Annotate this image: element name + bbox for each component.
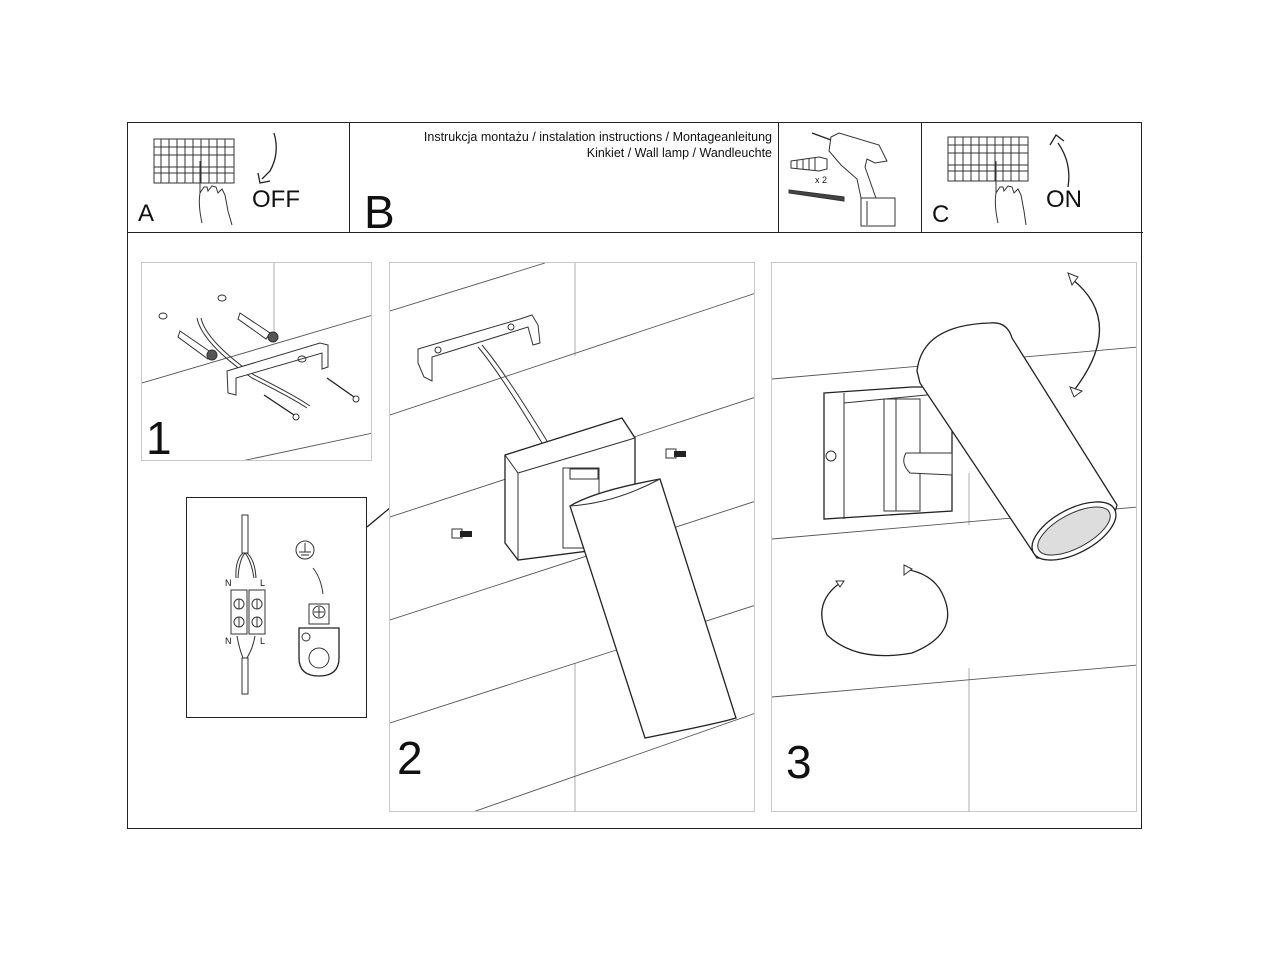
terminal-label-n-bottom: N — [225, 636, 232, 646]
section-a-power-off: A OFF — [128, 123, 349, 232]
power-on-label: ON — [1046, 186, 1082, 213]
lamp-attach-illustration — [390, 263, 754, 811]
instruction-sheet-frame — [127, 122, 1142, 829]
terminal-label-n-top: N — [225, 578, 232, 588]
section-letter-b: B — [364, 186, 395, 238]
section-c-power-on: C ON — [922, 123, 1142, 232]
section-tools: x 2 — [779, 123, 921, 232]
document-title: Instrukcja montażu / instalation instruc… — [423, 130, 772, 144]
terminal-label-l-bottom: L — [260, 636, 266, 646]
step-1-panel: 1 — [141, 262, 372, 461]
document-subtitle: Kinkiet / Wall lamp / Wandleuchte — [586, 146, 772, 160]
step-number-2: 2 — [397, 732, 423, 784]
section-letter-c: C — [932, 201, 950, 228]
lamp-adjust-illustration — [772, 272, 1136, 811]
step-2-panel: 2 — [389, 262, 755, 812]
section-b-header: Instrukcja montażu / instalation instruc… — [350, 123, 778, 238]
divider-a-b — [349, 122, 350, 233]
step-3-panel: 3 — [771, 262, 1137, 812]
quantity-label: x 2 — [815, 175, 828, 185]
terminal-label-l-top: L — [260, 578, 266, 588]
wiring-detail-panel: N L N L — [186, 497, 367, 718]
ground-icon — [295, 540, 315, 560]
divider-b-tools — [778, 122, 779, 233]
step-number-3: 3 — [786, 736, 812, 788]
step-number-1: 1 — [146, 412, 172, 461]
section-letter-a: A — [138, 200, 155, 227]
wiring-diagram — [230, 514, 340, 695]
divider-tools-c — [921, 122, 922, 233]
circuit-breaker-off-icon — [153, 132, 277, 226]
circuit-breaker-on-icon — [947, 134, 1070, 226]
power-off-label: OFF — [252, 186, 300, 213]
bracket-mounting-illustration — [142, 263, 371, 460]
drill-icon — [788, 132, 896, 227]
header-divider — [127, 232, 1143, 233]
